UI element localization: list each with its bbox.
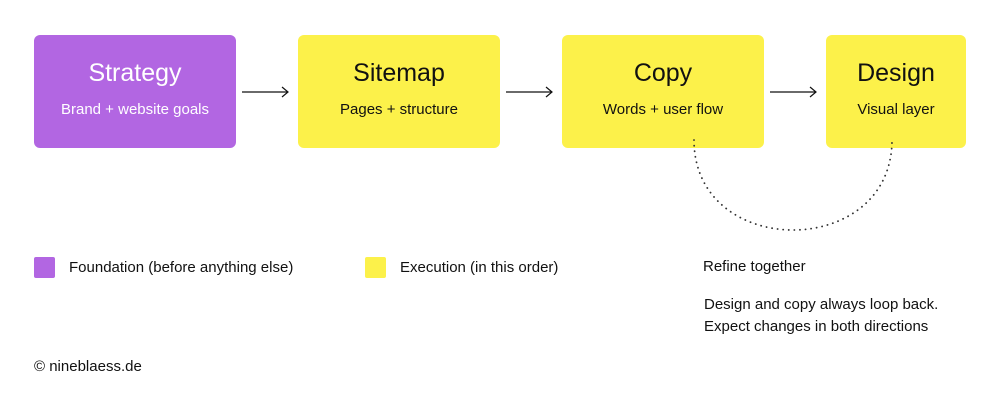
step-strategy: Strategy Brand + website goals xyxy=(34,35,236,148)
arrow-copy-to-design xyxy=(770,86,817,98)
arrow-sitemap-to-copy xyxy=(506,86,553,98)
loop-note-title: Refine together xyxy=(703,258,806,275)
step-sitemap: Sitemap Pages + structure xyxy=(298,35,500,148)
legend-label: Foundation (before anything else) xyxy=(69,258,294,276)
execution-swatch xyxy=(365,256,386,278)
legend-label: Execution (in this order) xyxy=(400,258,559,276)
refine-loop-dotted-arc xyxy=(693,139,893,231)
step-design: Design Visual layer xyxy=(826,35,966,148)
step-title: Copy xyxy=(633,59,693,87)
step-subtitle: Visual layer xyxy=(857,101,935,118)
step-copy: Copy Words + user flow xyxy=(562,35,764,148)
legend-foundation: Foundation (before anything else) xyxy=(34,256,293,278)
foundation-swatch xyxy=(34,256,55,278)
loop-note-line: Design and copy always loop back. xyxy=(704,296,939,313)
credit: © nineblaess.de xyxy=(34,358,142,375)
step-subtitle: Words + user flow xyxy=(602,101,724,118)
legend-execution: Execution (in this order) xyxy=(365,256,558,278)
step-subtitle: Brand + website goals xyxy=(60,101,209,118)
step-title: Design xyxy=(857,59,935,87)
loop-note-body: Design and copy always loop back. Expect… xyxy=(704,294,938,338)
arrow-strategy-to-sitemap xyxy=(242,86,289,98)
step-subtitle: Pages + structure xyxy=(340,101,458,118)
loop-note-line: Expect changes in both directions xyxy=(704,318,929,335)
step-title: Strategy xyxy=(88,59,182,87)
step-title: Sitemap xyxy=(353,59,445,87)
